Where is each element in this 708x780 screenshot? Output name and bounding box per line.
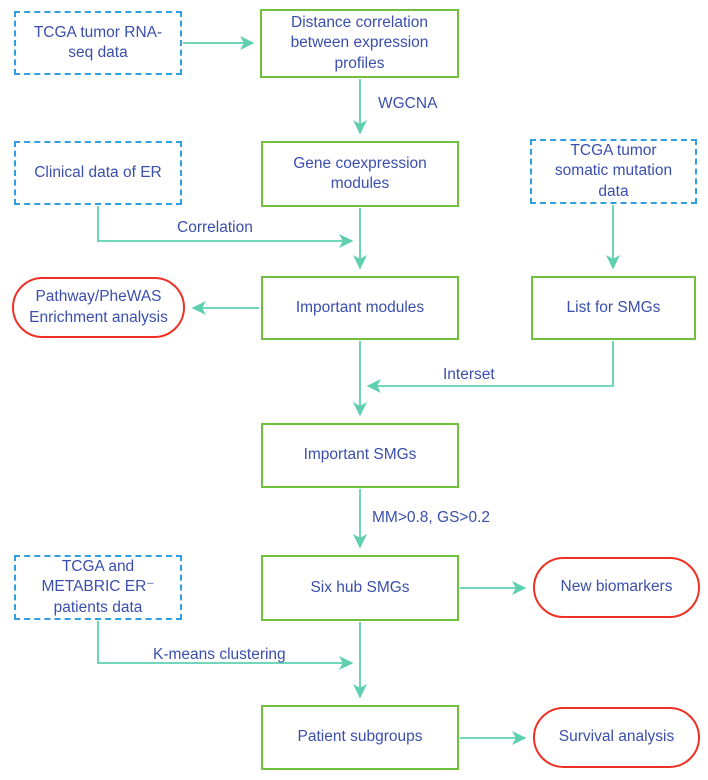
node-label: TCGA tumor RNA- seq data <box>33 23 163 61</box>
node-important-modules[interactable]: Important modules <box>261 276 459 340</box>
edge-label-interset: Interset <box>443 366 495 383</box>
edge-label-mm-gs-threshold: MM>0.8, GS>0.2 <box>372 509 491 526</box>
node-survival-analysis[interactable]: Survival analysis <box>533 707 700 768</box>
node-patient-subgroups[interactable]: Patient subgroups <box>261 705 459 770</box>
node-label: List for SMGs <box>566 298 661 316</box>
node-label: Gene coexpression modules <box>293 154 427 192</box>
node-label: Important SMGs <box>303 446 417 464</box>
node-distance-correlation[interactable]: Distance correlation between expression … <box>260 9 459 78</box>
edge-label-wgcna: WGCNA <box>378 95 438 112</box>
node-label: Six hub SMGs <box>310 578 410 596</box>
node-label: Pathway/PheWAS Enrichment analysis <box>29 288 168 326</box>
node-tcga-metabric-patients[interactable]: TCGA and METABRIC ER⁻ patients data <box>14 555 182 620</box>
node-label: Clinical data of ER <box>34 163 162 181</box>
node-label: New biomarkers <box>560 578 673 596</box>
edge-list-to-smgs <box>366 341 614 394</box>
node-label: TCGA tumor somatic mutation data <box>554 142 673 200</box>
edge-patients-to-subgroups <box>97 621 354 671</box>
edge-label-correlation: Correlation <box>177 219 253 236</box>
node-tcga-somatic-mutation[interactable]: TCGA tumor somatic mutation data <box>530 139 697 204</box>
node-six-hub-smgs[interactable]: Six hub SMGs <box>261 555 459 621</box>
node-list-for-smgs[interactable]: List for SMGs <box>531 276 696 340</box>
node-label: Important modules <box>295 298 425 316</box>
node-gene-coexpression-modules[interactable]: Gene coexpression modules <box>261 141 459 207</box>
node-label: Patient subgroups <box>297 728 423 746</box>
edge-label-kmeans-clustering: K-means clustering <box>153 646 286 663</box>
node-new-biomarkers[interactable]: New biomarkers <box>533 557 700 618</box>
node-label: Survival analysis <box>558 728 675 746</box>
node-label: Distance correlation between expression … <box>290 14 429 72</box>
edge-clinical-to-modules <box>97 206 354 249</box>
node-important-smgs[interactable]: Important SMGs <box>261 423 459 488</box>
node-tcga-rnaseq[interactable]: TCGA tumor RNA- seq data <box>14 11 182 75</box>
node-pathway-phewas[interactable]: Pathway/PheWAS Enrichment analysis <box>12 277 185 338</box>
node-label: TCGA and METABRIC ER⁻ patients data <box>41 558 155 616</box>
node-clinical-data-er[interactable]: Clinical data of ER <box>14 141 182 205</box>
